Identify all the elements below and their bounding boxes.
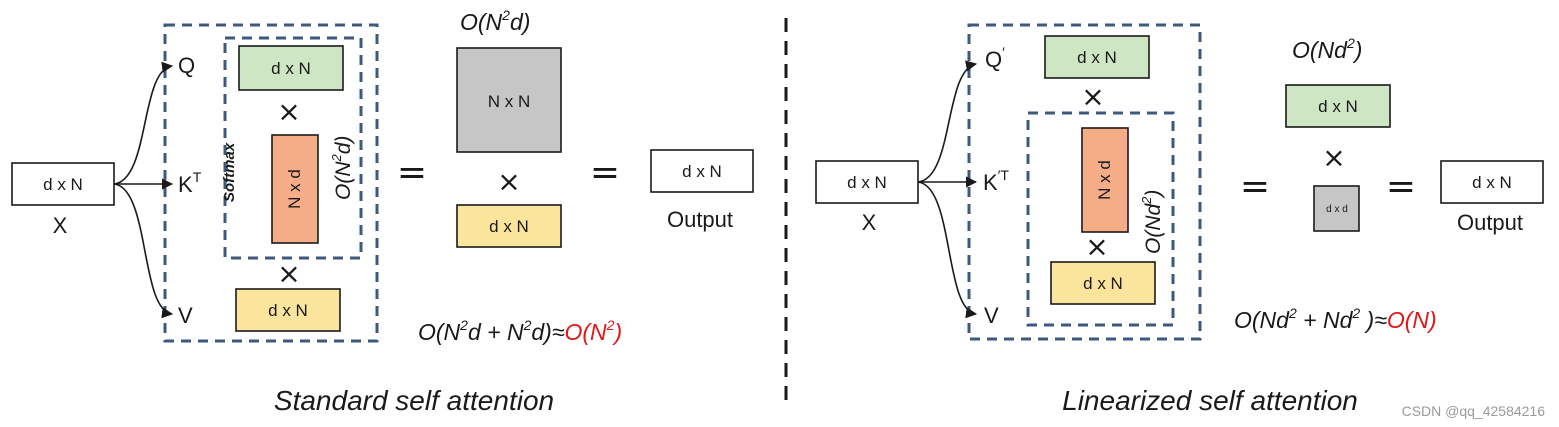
linear-arrow-to-v: [917, 181, 978, 319]
standard-arrow-to-v: [113, 183, 174, 319]
standard-v-matrix-2: [456, 204, 562, 248]
linear-caption: Linearized self attention: [1062, 385, 1358, 416]
standard-softmax-label: Softmax: [221, 142, 238, 202]
linear-attention-panel: d x N X Q′ K′T V d x N × N x d O(Nd2) × …: [815, 23, 1544, 416]
standard-attention-matrix-text: N x N: [488, 92, 531, 111]
linear-dd-matrix-text: d x d: [1326, 204, 1348, 215]
standard-caption: Standard self attention: [274, 385, 554, 416]
linear-dd-matrix: [1313, 185, 1360, 232]
linear-k-label: K′T: [983, 167, 1009, 195]
standard-input-box-text: d x N: [43, 175, 83, 194]
standard-q-matrix-text: d x N: [271, 59, 311, 78]
linear-inner-cost: O(Nd2): [1139, 190, 1165, 254]
standard-k-matrix: [271, 134, 319, 244]
linear-total-red: O(N): [1387, 307, 1437, 333]
standard-v-matrix: [235, 288, 341, 332]
standard-q-label: Q: [178, 53, 195, 78]
linear-times-3: ×: [1322, 141, 1345, 174]
linear-k-matrix: [1081, 127, 1129, 233]
linear-q-label: Q′: [985, 44, 1005, 72]
standard-inner-cost: O(N2d): [329, 136, 355, 200]
standard-inner-dashed-group: [223, 36, 363, 260]
standard-attention-matrix: [456, 47, 562, 153]
linear-k-matrix-text: N x d: [1095, 160, 1114, 200]
standard-total-complexity: O(N2d + N2d)≈O(N2): [418, 317, 622, 345]
linear-q-matrix-text: d x N: [1077, 48, 1117, 67]
linear-v-matrix: [1050, 261, 1156, 305]
linear-qk-result-matrix-text: d x N: [1318, 97, 1358, 116]
standard-times-1: ×: [277, 95, 300, 128]
linear-q-matrix: [1044, 35, 1150, 79]
linear-inner-dashed-group: [1026, 111, 1175, 327]
linear-input-box: [815, 160, 919, 204]
standard-times-3: ×: [497, 165, 520, 198]
standard-v-matrix-text: d x N: [268, 301, 308, 320]
linear-times-2: ×: [1085, 230, 1108, 263]
standard-input-label: X: [53, 213, 68, 238]
standard-equals-2: =: [590, 152, 620, 193]
linear-input-box-text: d x N: [847, 173, 887, 192]
standard-q-matrix: [238, 45, 344, 91]
linear-total-complexity: O(Nd2 + Nd2 )≈O(N): [1234, 305, 1437, 333]
standard-top-cost: O(N2d): [460, 7, 530, 35]
standard-outer-dashed-group: [163, 23, 379, 343]
standard-attention-panel: d x N X Q KT V d x N × Softmax N x d O(N…: [11, 7, 754, 416]
linear-output-box: [1440, 160, 1544, 204]
linear-output-label: Output: [1457, 210, 1523, 235]
standard-arrow-to-q: [113, 61, 174, 185]
linear-output-box-text: d x N: [1472, 173, 1512, 192]
linear-top-cost: O(Nd2): [1292, 35, 1362, 63]
linear-arrow-to-q: [917, 60, 978, 183]
linear-equals-2: =: [1386, 166, 1416, 207]
standard-output-box-text: d x N: [682, 162, 722, 181]
watermark: CSDN @qq_42584216: [1401, 403, 1545, 419]
standard-total-red: O(N: [564, 319, 607, 345]
standard-k-matrix-text: N x d: [285, 169, 304, 209]
linear-times-1: ×: [1081, 80, 1104, 113]
standard-k-superscript: T: [193, 169, 202, 185]
linear-input-label: X: [862, 210, 877, 235]
linear-qk-result-matrix: [1285, 84, 1391, 128]
linear-v-matrix-text: d x N: [1083, 274, 1123, 293]
standard-times-2: ×: [277, 257, 300, 290]
standard-k-label: KT: [178, 169, 202, 197]
linear-v-label: V: [984, 303, 999, 328]
standard-output-box: [650, 149, 754, 193]
standard-v-label: V: [178, 303, 193, 328]
standard-v-matrix-2-text: d x N: [489, 217, 529, 236]
standard-equals-1: =: [397, 152, 427, 193]
standard-output-label: Output: [667, 207, 733, 232]
linear-equals-1: =: [1240, 166, 1270, 207]
